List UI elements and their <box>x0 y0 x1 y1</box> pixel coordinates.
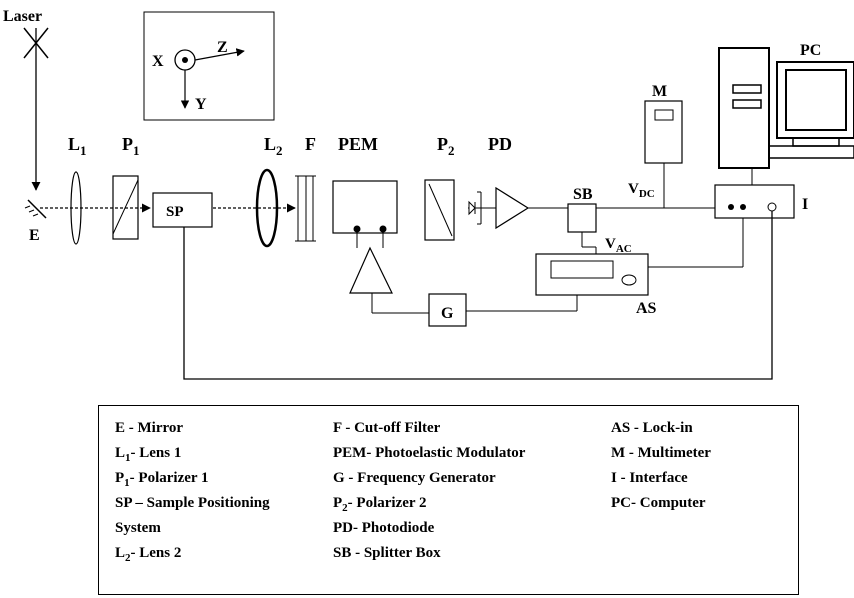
pem-label: PEM <box>338 134 378 154</box>
interface-label: I <box>802 196 808 213</box>
photoelastic-modulator: PEM <box>332 134 398 248</box>
coordinate-axes: X Z Y <box>143 11 275 121</box>
legend-item: SB - Splitter Box <box>333 545 441 561</box>
computer: PC <box>718 42 854 185</box>
interface: I <box>714 184 808 219</box>
legend-item: PEM- Photoelastic Modulator <box>333 445 526 461</box>
legend-column-3: AS - Lock-in M - Multimeter I - Interfac… <box>611 416 711 516</box>
legend-item: L2- Lens 2 <box>115 545 182 564</box>
lens-1-label: L1 <box>68 134 87 158</box>
legend-item: L1- Lens 1 <box>115 445 182 464</box>
polarizer-2: P2 <box>424 134 455 241</box>
laser-label: Laser <box>3 8 42 25</box>
polarizer-1-label: P1 <box>122 134 140 158</box>
vdc-label: VDC <box>628 181 655 200</box>
legend-column-2: F - Cut-off Filter PEM- Photoelastic Mod… <box>333 416 525 566</box>
legend-item: AS - Lock-in <box>611 420 693 436</box>
legend-item: M - Multimeter <box>611 445 711 461</box>
filter-label: F <box>305 134 316 154</box>
splitter-box: SB VAC <box>567 186 632 255</box>
axis-x-label: X <box>152 53 164 70</box>
axis-z-label: Z <box>217 39 228 56</box>
photodiode-label: PD <box>488 134 512 154</box>
legend-item: F - Cut-off Filter <box>333 420 441 436</box>
laser: Laser <box>3 8 49 191</box>
axis-y-label: Y <box>195 96 207 113</box>
legend-item: SP – Sample Positioning <box>115 495 270 511</box>
legend-item: E - Mirror <box>115 420 184 436</box>
multimeter-label: M <box>652 83 667 100</box>
multimeter: M VDC <box>628 83 683 208</box>
computer-label: PC <box>800 42 821 59</box>
photodiode: PD <box>468 134 530 230</box>
polarizer-2-label: P2 <box>437 134 455 158</box>
setup-diagram: Laser X Z Y E L1 P1 SP <box>3 8 854 380</box>
lens-2: L2 <box>255 134 283 248</box>
lens-2-label: L2 <box>264 134 283 158</box>
legend-item: I - Interface <box>611 470 688 486</box>
legend-column-1: E - Mirror L1- Lens 1 P1- Polarizer 1 SP… <box>115 416 270 566</box>
lock-in-amplifier: AS <box>535 208 744 317</box>
frequency-generator: G <box>428 293 578 327</box>
legend-item: PD- Photodiode <box>333 520 435 536</box>
legend-item: PC- Computer <box>611 495 706 511</box>
legend-item: P2- Polarizer 2 <box>333 495 427 514</box>
amplifier <box>349 246 429 314</box>
mirror: E <box>24 199 47 244</box>
legend-item: G - Frequency Generator <box>333 470 496 486</box>
sp-label: SP <box>166 204 184 220</box>
polarizer-1: P1 <box>112 134 140 240</box>
lens-1: L1 <box>68 134 87 245</box>
vac-label: VAC <box>605 236 632 255</box>
splitter-label: SB <box>573 186 593 203</box>
mirror-label: E <box>29 227 40 244</box>
lockin-label: AS <box>636 300 657 317</box>
generator-label: G <box>441 305 454 322</box>
cutoff-filter: F <box>295 134 316 242</box>
sample-positioning: SP <box>152 192 213 228</box>
legend-table: E - Mirror L1- Lens 1 P1- Polarizer 1 SP… <box>98 405 799 595</box>
legend-item: P1- Polarizer 1 <box>115 470 209 489</box>
legend-item: System <box>115 520 161 536</box>
